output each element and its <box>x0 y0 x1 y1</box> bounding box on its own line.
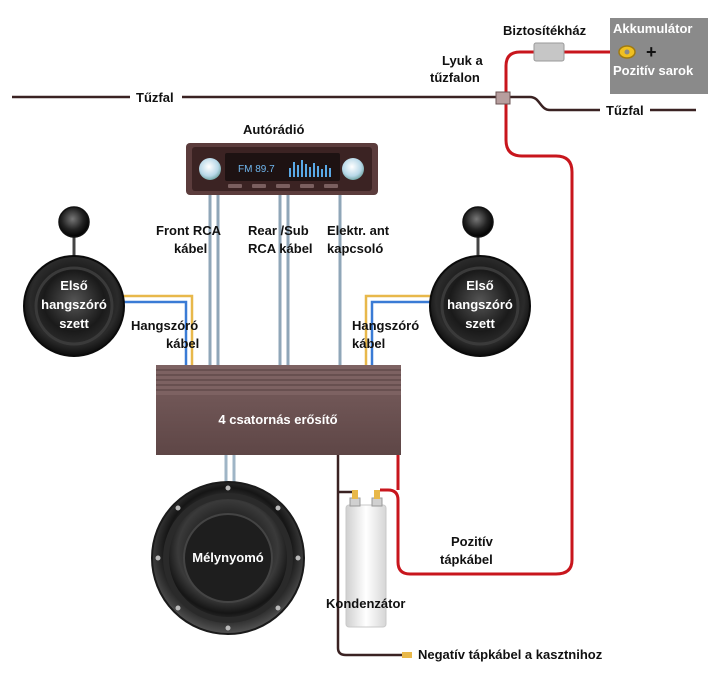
ground-cable <box>336 455 410 657</box>
firewall-right-label: Tűzfal <box>606 103 644 118</box>
subwoofer <box>151 481 305 635</box>
radio-display: FM 89.7 <box>238 164 275 175</box>
subwoofer-label: Mélynyomó <box>192 550 264 565</box>
tweeter-right <box>462 206 494 258</box>
speaker-left-label-line2: hangszóró <box>41 297 107 312</box>
radio-title: Autórádió <box>243 122 304 137</box>
positive-cable-label-line2: tápkábel <box>440 552 493 567</box>
battery-title: Akkumulátor <box>613 21 692 36</box>
radio-right-knob <box>342 158 364 180</box>
front-rca-label-line2: kábel <box>174 241 207 256</box>
firewall-label-bg <box>130 88 182 106</box>
speaker-left-label-line3: szett <box>59 316 89 331</box>
capacitor-label: Kondenzátor <box>326 596 405 611</box>
car-radio <box>186 143 378 195</box>
battery-subtitle: Pozitív sarok <box>613 63 694 78</box>
speaker-right-label-line1: Első <box>466 278 494 293</box>
amplifier <box>156 365 401 455</box>
speaker-left-label-line1: Első <box>60 278 88 293</box>
ground-terminal <box>402 652 412 658</box>
equalizer-bars <box>289 160 331 177</box>
hole-label-line1: Lyuk a <box>442 53 483 68</box>
speaker-cable-left-line1: Hangszóró <box>131 318 198 333</box>
fuse-label: Biztosítékház <box>503 23 587 38</box>
speaker-right-label-line3: szett <box>465 316 495 331</box>
firewall-left-label: Tűzfal <box>136 90 174 105</box>
firewall-line <box>12 95 696 112</box>
speaker-right <box>429 255 531 357</box>
amplifier-label: 4 csatornás erősítő <box>218 412 337 427</box>
positive-cable-label-line1: Pozitív <box>451 534 494 549</box>
hole-label-line2: tűzfalon <box>430 70 480 85</box>
firewall-grommet <box>495 91 511 105</box>
speaker-left <box>23 255 125 357</box>
battery-plus: + <box>646 42 657 62</box>
antenna-label-line2: kapcsoló <box>327 241 383 256</box>
rear-rca-label-line2: RCA kábel <box>248 241 313 256</box>
fuse-holder <box>533 42 565 62</box>
speaker-cable-right-line1: Hangszóró <box>352 318 419 333</box>
capacitor <box>345 490 387 628</box>
rear-rca-label-line1: Rear /Sub <box>248 223 309 238</box>
speaker-right-label-line2: hangszóró <box>447 297 513 312</box>
speaker-cable-left-line2: kábel <box>166 336 199 351</box>
tweeter-left <box>58 206 90 258</box>
negative-cable-label: Negatív tápkábel a kasztnihoz <box>418 647 603 662</box>
speaker-cable-left <box>110 294 194 365</box>
radio-left-knob <box>199 158 221 180</box>
positive-cable <box>380 50 612 576</box>
antenna-label-line1: Elektr. ant <box>327 223 390 238</box>
speaker-cable-right-line2: kábel <box>352 336 385 351</box>
rca-cables <box>208 195 342 365</box>
front-rca-label-line1: Front RCA <box>156 223 222 238</box>
speaker-cable-right <box>364 294 438 365</box>
